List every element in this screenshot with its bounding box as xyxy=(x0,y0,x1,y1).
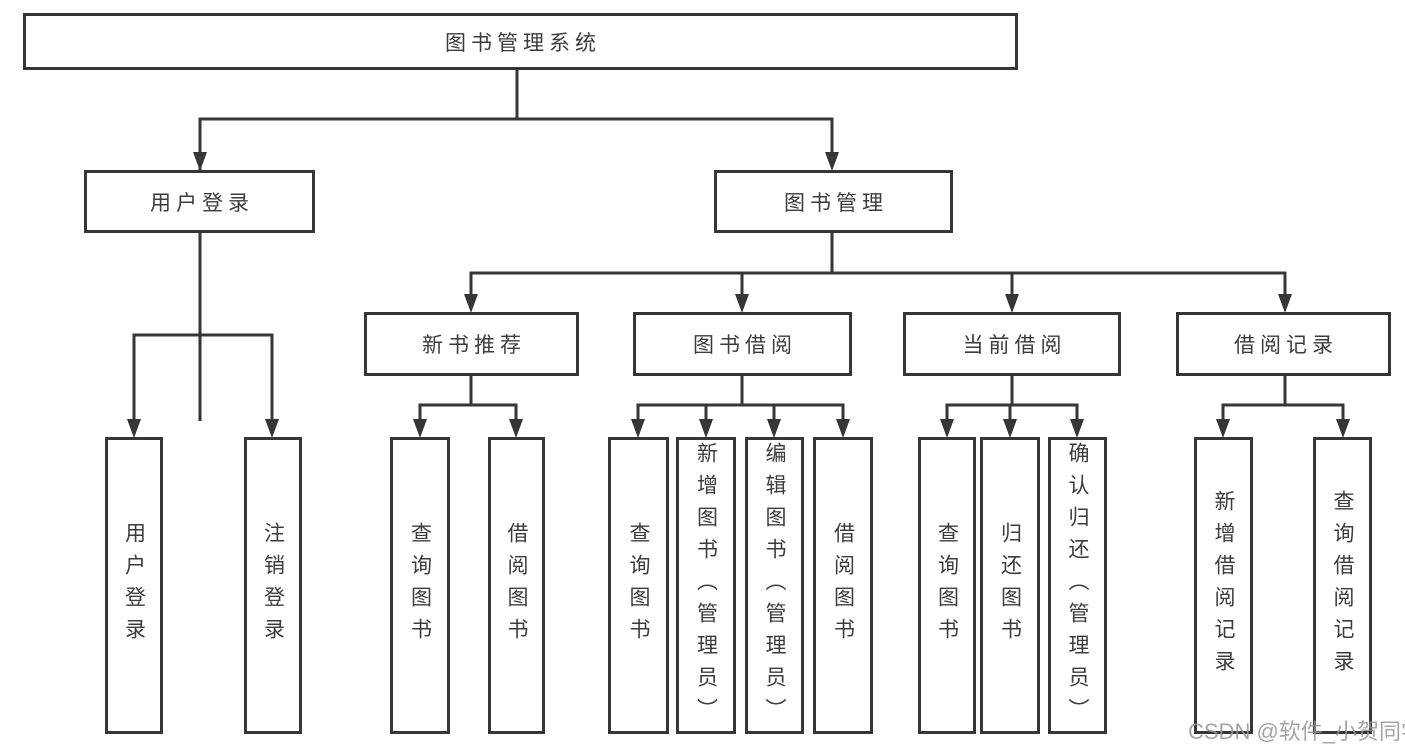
leaf-label: 查询图书 xyxy=(627,521,650,650)
arrowheads xyxy=(127,152,1350,438)
leaf-logout: 注销登录 xyxy=(244,437,302,734)
leaf-label: 查询借阅记录 xyxy=(1331,489,1354,682)
connector-mgmt-to-level3 xyxy=(469,233,1287,297)
leaf-label: 借阅图书 xyxy=(831,521,855,650)
csdn-watermark: CSDN @软件_小贺同学 xyxy=(1188,719,1405,744)
leaf-label: 归还图书 xyxy=(998,521,1022,650)
leaf-borrow-books-1: 借阅图书 xyxy=(488,437,545,734)
node-new-book-recommend: 新书推荐 xyxy=(364,312,579,376)
node-book-management: 图书管理 xyxy=(714,170,953,233)
leaf-label: 注销登录 xyxy=(261,521,285,650)
leaf-label: 编辑图书（管理员） xyxy=(763,441,786,730)
leaf-return-books: 归还图书 xyxy=(980,437,1040,734)
node-borrow-records: 借阅记录 xyxy=(1176,312,1391,376)
leaf-label: 查询图书 xyxy=(935,521,959,650)
node-current-borrowing: 当前借阅 xyxy=(903,312,1121,376)
leaf-borrow-books-2: 借阅图书 xyxy=(813,437,873,734)
leaf-query-books-3: 查询图书 xyxy=(918,437,976,734)
leaf-user-login: 用户登录 xyxy=(105,437,163,734)
connector-records-to-leaves xyxy=(1221,376,1345,421)
leaf-label: 借阅图书 xyxy=(505,521,528,650)
leaf-label: 用户登录 xyxy=(122,521,146,650)
leaf-label: 确认归还（管理员） xyxy=(1066,441,1089,730)
leaf-label: 新增图书（管理员） xyxy=(694,441,718,730)
connector-current-to-leaves xyxy=(945,376,1079,421)
connector-newrec-to-leaves xyxy=(418,376,518,421)
connector-borrow-to-leaves xyxy=(636,376,845,421)
leaf-label: 新增借阅记录 xyxy=(1212,489,1235,682)
leaf-query-books-2: 查询图书 xyxy=(608,437,669,734)
node-book-borrowing: 图书借阅 xyxy=(633,312,852,376)
leaf-add-borrow-record: 新增借阅记录 xyxy=(1194,437,1253,734)
connector-login-to-leaves xyxy=(132,333,274,421)
leaf-label: 查询图书 xyxy=(408,521,432,650)
leaf-confirm-return-admin: 确认归还（管理员） xyxy=(1048,437,1107,734)
leaf-edit-books-admin: 编辑图书（管理员） xyxy=(745,437,804,734)
node-user-login: 用户登录 xyxy=(84,170,315,233)
connector-root-to-level2 xyxy=(198,70,834,421)
leaf-query-borrow-record: 查询借阅记录 xyxy=(1313,437,1372,734)
node-system-root: 图书管理系统 xyxy=(23,13,1018,70)
leaf-query-books-1: 查询图书 xyxy=(390,437,450,734)
leaf-add-books-admin: 新增图书（管理员） xyxy=(676,437,736,734)
